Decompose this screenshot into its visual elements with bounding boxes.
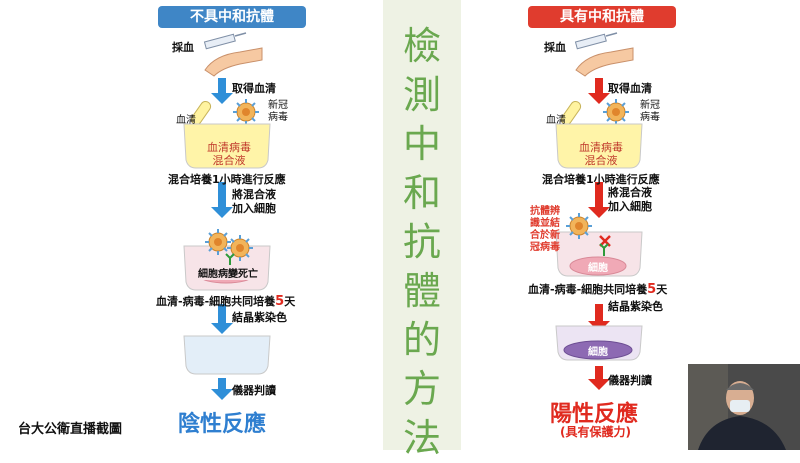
diagram-graphics (183, 32, 643, 400)
center-title-char: 抗 (402, 220, 441, 264)
right-arrows (588, 78, 610, 390)
left-result: 陰性反應 (178, 412, 267, 437)
right-add-cells-label: 將混合液 加入細胞 (608, 186, 652, 213)
right-mix-cup (555, 123, 643, 169)
right-read-label: 儀器判讀 (608, 374, 652, 387)
left-blood-draw-label: 採血 (172, 41, 194, 54)
right-result-sub: (具有保護力) (560, 425, 631, 439)
broadcast-credit: 台大公衛直播截圖 (18, 422, 123, 437)
left-arm-syringe-icon (203, 32, 263, 77)
left-cell-dead-label: 細胞病變死亡 (198, 265, 258, 280)
left-incubate1-label: 混合培養1小時進行反應 (168, 173, 286, 186)
speaker-figure-icon (688, 364, 800, 450)
center-title-char: 中 (402, 122, 441, 166)
incubate5-unit: 天 (284, 295, 296, 308)
left-read-label: 儀器判讀 (232, 384, 276, 397)
left-virus-label: 新冠 病毒 (268, 100, 288, 123)
right-arm-syringe-icon (574, 32, 634, 77)
incubate5-days: 5 (647, 282, 657, 297)
left-stain-label: 結晶紫染色 (232, 311, 287, 324)
right-antibody-icon (599, 243, 609, 256)
left-arrows (211, 78, 233, 400)
center-title-char: 的 (402, 318, 441, 362)
center-title-char: 體 (402, 269, 441, 313)
left-incubate5-label: 血清-病毒-細胞共同培養5天 (156, 293, 295, 309)
incubate5-text: 血清-病毒-細胞共同培養 (156, 295, 276, 308)
center-title: 檢 測 中 和 抗 體 的 方 法 (398, 22, 446, 463)
right-header: 具有中和抗體 (528, 6, 676, 28)
right-cell-icon (569, 256, 627, 276)
center-title-char: 和 (402, 171, 441, 215)
center-title-char: 檢 (402, 24, 441, 68)
right-antibody-note: 抗體辨 識並結 合於新 冠病毒 (530, 206, 560, 253)
incubate5-days: 5 (275, 294, 285, 309)
left-serum-label: 血清 (176, 115, 196, 126)
right-stained-cell-icon (563, 340, 633, 360)
center-title-char: 測 (402, 73, 441, 117)
right-incubate5-label: 血清-病毒-細胞共同培養5天 (528, 281, 667, 297)
speaker-video-inset (688, 364, 800, 450)
left-mix-label: 血清病毒 混合液 (207, 141, 251, 167)
right-serum-label: 血清 (546, 115, 566, 126)
left-mix-cup (183, 123, 271, 169)
right-virus-label: 新冠 病毒 (640, 100, 660, 123)
left-header: 不具中和抗體 (158, 6, 306, 28)
center-title-char: 方 (402, 367, 441, 411)
left-stain-cup (183, 335, 271, 375)
right-result: 陽性反應 (550, 402, 639, 427)
right-cell-label: 細胞 (588, 263, 608, 274)
left-get-serum-label: 取得血清 (232, 82, 276, 95)
center-band (383, 0, 461, 450)
right-stained-cell-label: 細胞 (588, 347, 608, 358)
right-get-serum-label: 取得血清 (608, 82, 652, 95)
right-mix-label: 血清病毒 混合液 (579, 141, 623, 167)
right-incubate1-label: 混合培養1小時進行反應 (542, 173, 660, 186)
right-virus-icon (602, 98, 630, 126)
left-add-cells-label: 將混合液 加入細胞 (232, 188, 276, 215)
incubate5-unit: 天 (656, 283, 668, 296)
right-stain-label: 結晶紫染色 (608, 300, 663, 313)
right-blood-draw-label: 採血 (544, 41, 566, 54)
left-virus-icon (232, 98, 260, 126)
incubate5-text: 血清-病毒-細胞共同培養 (528, 283, 648, 296)
